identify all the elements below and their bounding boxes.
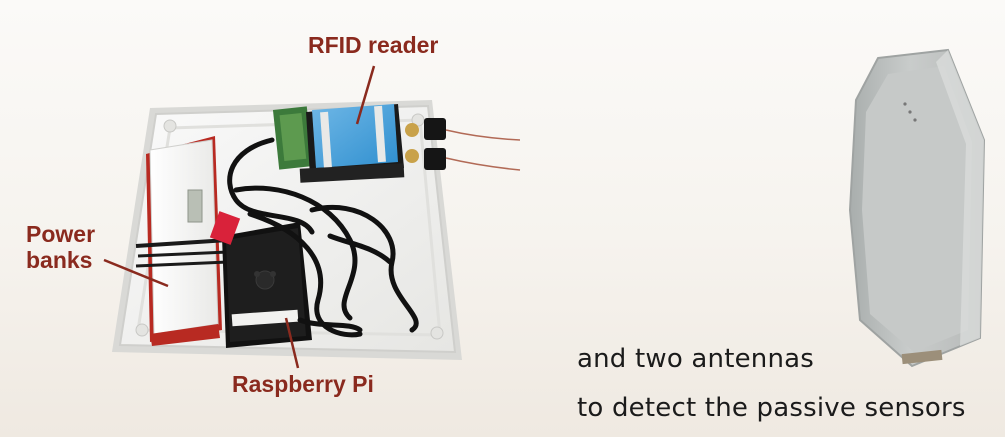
power-banks-label-line2: banks bbox=[26, 246, 93, 273]
power-banks-label: Power banks bbox=[26, 221, 96, 274]
raspberry-pi-label: Raspberry Pi bbox=[232, 371, 374, 397]
caption-line-1: and two antennas bbox=[577, 344, 815, 374]
caption-line-2: to detect the passive sensors bbox=[577, 393, 966, 423]
rfid-reader-label: RFID reader bbox=[308, 32, 439, 58]
raspberry-pi-device bbox=[209, 211, 312, 348]
power-banks-label-line1: Power bbox=[26, 221, 96, 247]
rfid-reader-device bbox=[272, 104, 521, 183]
usb-cables bbox=[227, 137, 419, 338]
power-banks-device bbox=[135, 136, 229, 346]
antenna-device bbox=[848, 48, 986, 368]
callout-lines bbox=[103, 65, 376, 369]
